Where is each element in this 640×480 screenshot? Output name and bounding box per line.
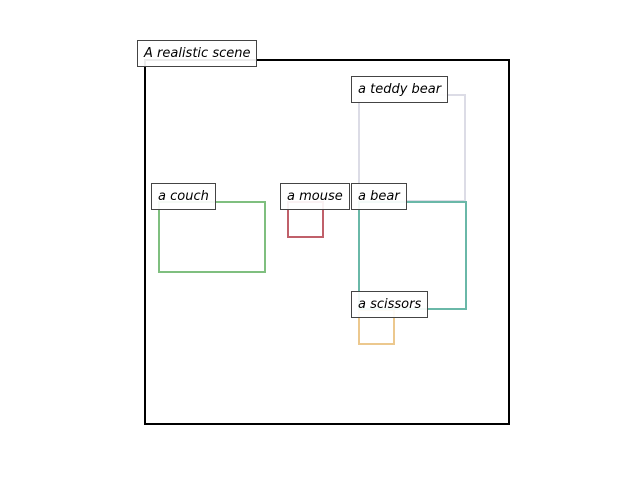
bear-label: a bear [351, 183, 407, 210]
couch-box [158, 201, 266, 273]
scene-frame [144, 59, 510, 425]
scissors-label: a scissors [351, 291, 429, 318]
couch-label: a couch [151, 183, 216, 210]
scene-label: A realistic scene [137, 40, 258, 67]
mouse-label: a mouse [280, 183, 350, 210]
teddy-bear-label: a teddy bear [351, 76, 449, 103]
